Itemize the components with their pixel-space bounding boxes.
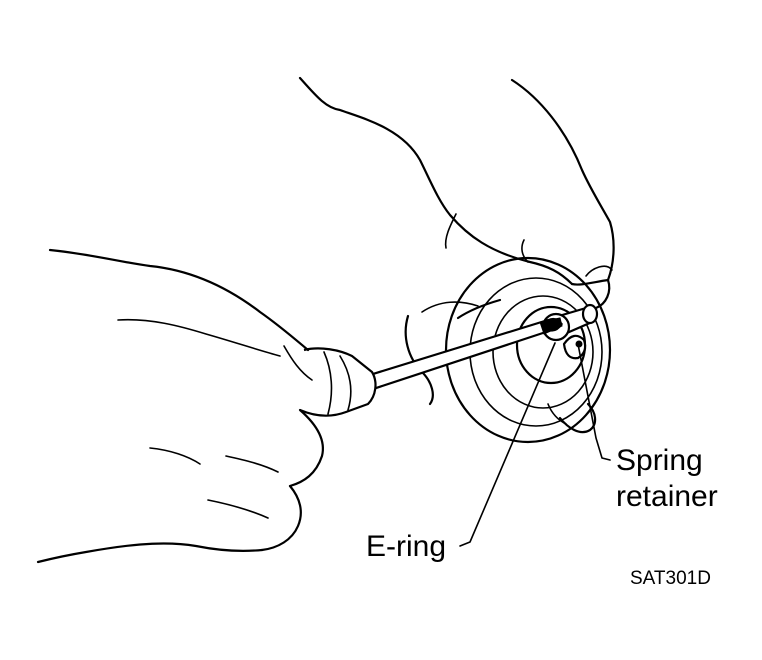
spring-retainer-part <box>562 334 587 360</box>
callout-leaders <box>459 342 611 547</box>
e-ring-leader <box>459 342 556 547</box>
screwdriver-tip <box>539 317 563 335</box>
left-hand <box>36 248 324 564</box>
screwdriver-handle <box>299 347 377 417</box>
figure-code: SAT301D <box>630 568 711 589</box>
right-hand <box>298 76 615 434</box>
e-ring-label: E-ring <box>366 530 447 563</box>
spring-retainer-label-line2: retainer <box>616 480 718 513</box>
spring-retainer-leader <box>577 343 611 461</box>
screwdriver <box>299 317 563 417</box>
flange-ring-3 <box>492 295 594 409</box>
spring-retainer-label-line1: Spring <box>616 444 703 477</box>
